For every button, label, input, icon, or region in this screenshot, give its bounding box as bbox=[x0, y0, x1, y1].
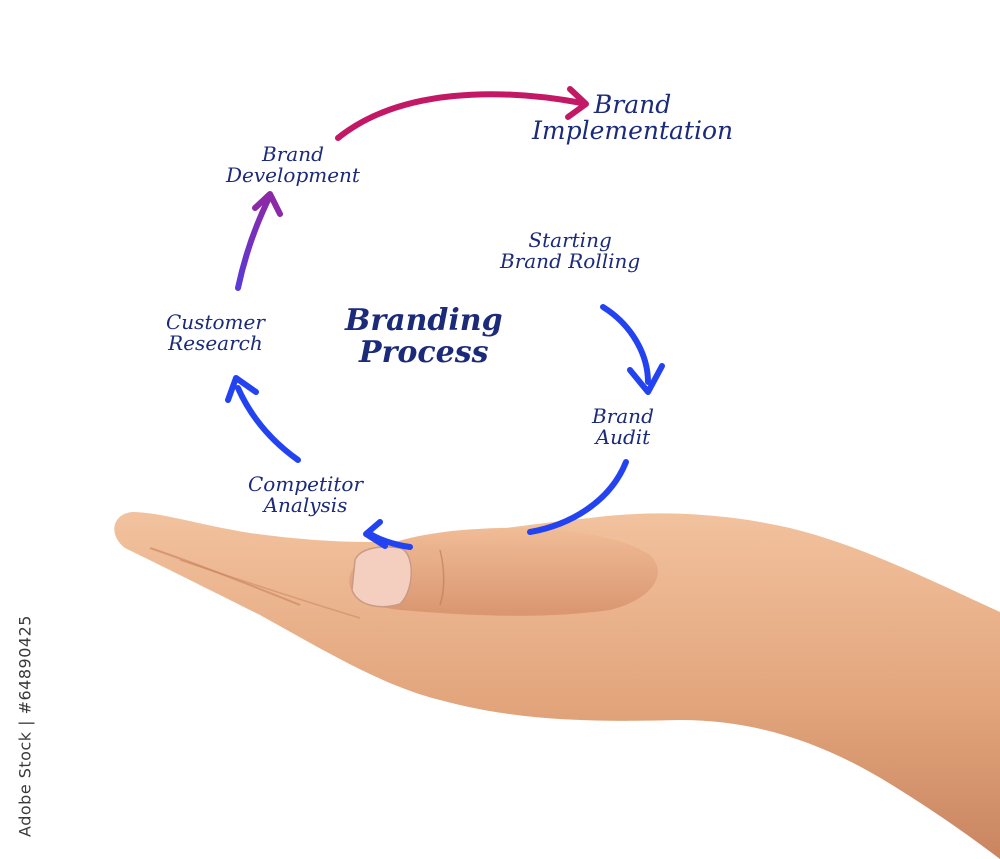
step-label-line: Analysis bbox=[263, 493, 348, 517]
arrow-development-to-implementation bbox=[335, 91, 585, 141]
step-label-line: Brand bbox=[262, 142, 324, 166]
step-label-line: Development bbox=[226, 163, 360, 187]
step-brand-audit: Brand Audit bbox=[592, 406, 654, 448]
arrow-competitor-to-research bbox=[235, 385, 301, 463]
arrow-rolling-to-audit bbox=[600, 304, 651, 385]
step-label-line: Implementation bbox=[532, 116, 734, 146]
step-label-line: Brand bbox=[593, 90, 672, 119]
step-brand-development: Brand Development bbox=[226, 144, 360, 186]
process-arrows bbox=[225, 86, 665, 550]
step-brand-implementation: Brand Implementation bbox=[532, 90, 734, 146]
step-label-line: Starting bbox=[528, 228, 612, 252]
center-label-branding-process: Branding Process bbox=[345, 305, 503, 368]
step-label-line: Research bbox=[168, 331, 263, 355]
arrow-audit-to-competitor bbox=[527, 459, 629, 535]
step-label-line: Competitor bbox=[248, 472, 364, 496]
step-label-line: Brand Rolling bbox=[500, 249, 641, 273]
step-competitor-analysis: Competitor Analysis bbox=[248, 474, 363, 516]
step-customer-research: Customer Research bbox=[166, 312, 265, 354]
arrow-research-to-development bbox=[235, 197, 271, 291]
step-label-line: Customer bbox=[166, 310, 265, 334]
step-label-line: Audit bbox=[595, 425, 651, 449]
step-label-line: Brand bbox=[592, 404, 654, 428]
hand-image bbox=[114, 512, 1000, 859]
step-starting-brand-rolling: Starting Brand Rolling bbox=[500, 230, 640, 272]
stock-id-text: Adobe Stock | #64890425 bbox=[15, 615, 35, 837]
center-label-line-1: Branding bbox=[345, 303, 503, 338]
stock-id-watermark: Adobe Stock | #64890425 bbox=[14, 615, 36, 837]
center-label-line-2: Process bbox=[359, 334, 489, 370]
